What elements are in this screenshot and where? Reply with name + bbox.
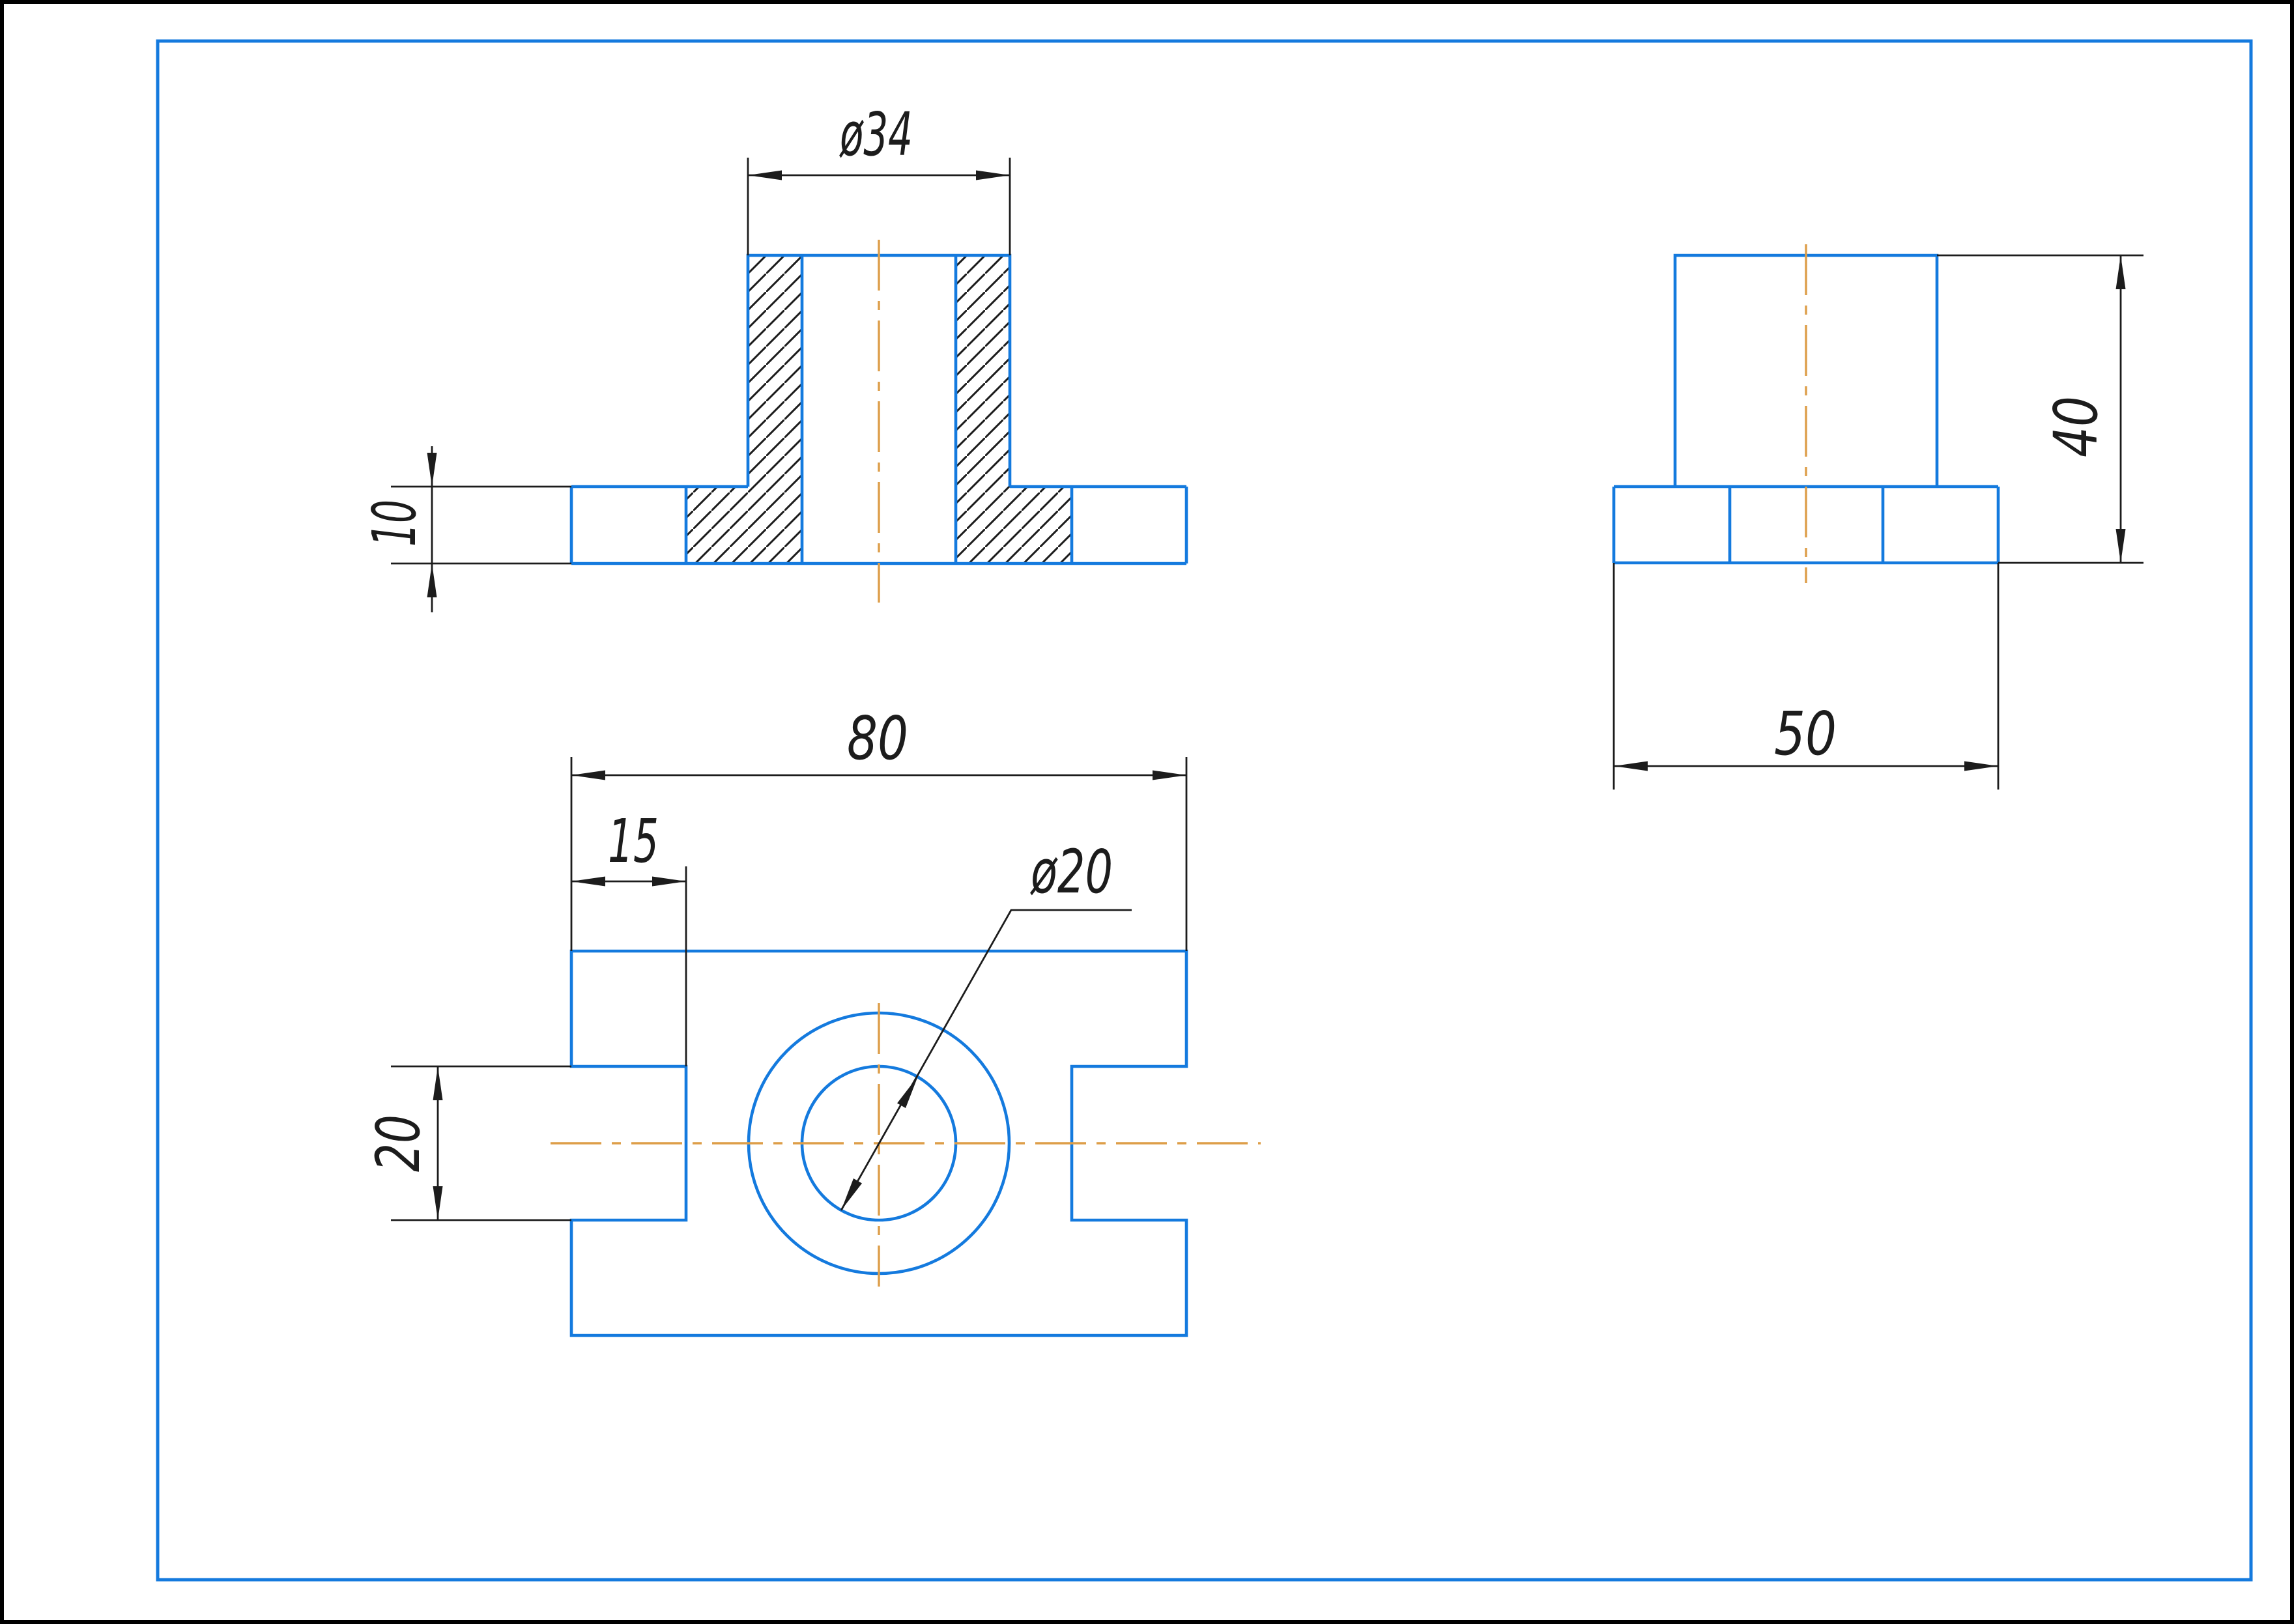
- side-view: 40 50: [1612, 244, 2143, 790]
- arrowhead: [976, 170, 1010, 180]
- arrowhead: [433, 1066, 443, 1100]
- dim-label-slot-width: 20: [364, 1115, 433, 1172]
- arrowhead: [897, 1076, 918, 1108]
- arrowhead: [1964, 761, 1998, 771]
- arrowhead: [2115, 529, 2126, 563]
- arrowhead: [1153, 770, 1186, 780]
- arrowhead: [571, 876, 605, 887]
- arrowhead: [652, 876, 686, 887]
- dim-label-depth: 50: [1774, 699, 1837, 769]
- dim-label-flange-thickness: 10: [360, 500, 429, 547]
- arrowhead: [571, 770, 605, 780]
- arrowhead: [427, 453, 437, 487]
- dim-label-hole-diameter: ø20: [1030, 837, 1113, 907]
- arrowhead: [1614, 761, 1648, 771]
- front-section-view: ø34 10: [360, 100, 1188, 612]
- arrowhead: [427, 563, 437, 597]
- dim-hole-diameter: ø20: [840, 837, 1132, 1211]
- dim-slot-depth: 15: [571, 806, 687, 1066]
- drawing-frame: [156, 39, 2253, 1582]
- arrowhead: [841, 1178, 862, 1210]
- dim-overall-width: 80: [570, 704, 1188, 951]
- arrowhead: [748, 170, 782, 180]
- arrowhead: [433, 1186, 443, 1220]
- arrowhead: [2115, 255, 2126, 289]
- dim-label-slot-depth: 15: [608, 806, 659, 876]
- dim-label-boss-diameter: ø34: [839, 100, 913, 169]
- dim-label-overall-width: 80: [847, 704, 908, 773]
- section-hatch-right: [956, 255, 1072, 563]
- section-hatch-left: [686, 255, 802, 563]
- dim-total-height: 40: [1937, 254, 2143, 564]
- dim-depth: 50: [1613, 563, 2000, 790]
- dim-boss-diameter: ø34: [747, 100, 1011, 255]
- dim-slot-width: 20: [364, 1065, 571, 1221]
- dim-flange-thickness: 10: [360, 446, 571, 612]
- dim-label-total-height: 40: [2041, 396, 2111, 457]
- top-view: 80 15 20 ø20: [364, 704, 1261, 1337]
